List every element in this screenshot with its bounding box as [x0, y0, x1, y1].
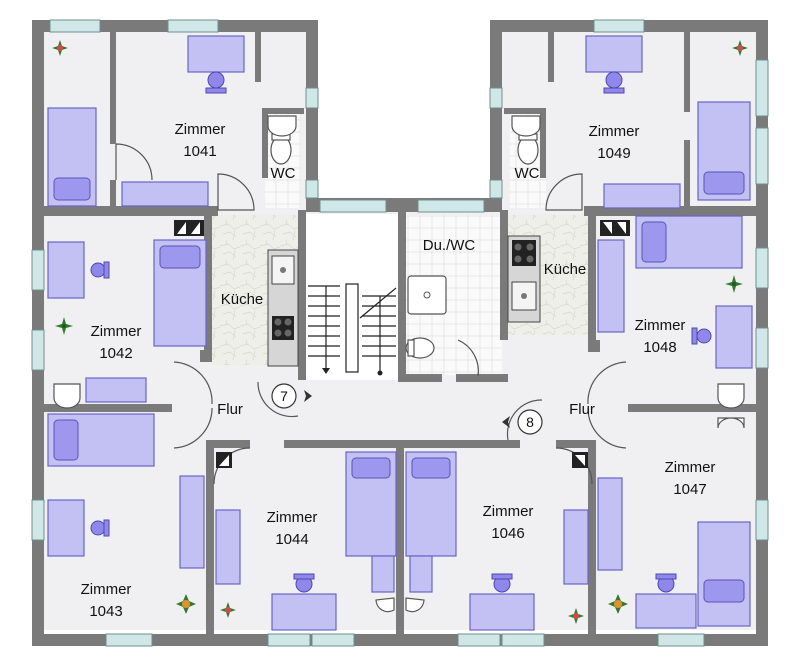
wc-left-label: WC	[271, 165, 296, 182]
room-1041-name: Zimmer	[175, 121, 226, 138]
walls	[32, 20, 768, 646]
hall-right-label: Flur	[569, 401, 595, 418]
room-1048-number: 1048	[643, 339, 676, 356]
stair-marker-7: 7	[271, 383, 312, 409]
bath-fixtures	[53, 115, 745, 613]
kitchen-right-label: Küche	[544, 261, 587, 278]
beds	[47, 101, 751, 627]
room-1049-number: 1049	[597, 145, 630, 162]
room-1047-name: Zimmer	[665, 459, 716, 476]
kitchen-left-label: Küche	[221, 291, 264, 308]
service-labels: WC WC Küche Küche Du./WC Flur Flur	[217, 165, 595, 418]
room-labels: Zimmer 1041 Zimmer 1042 Zimmer 1043 Zimm…	[81, 121, 716, 620]
chairs	[90, 71, 712, 593]
doors	[115, 143, 627, 485]
room-1048-name: Zimmer	[635, 317, 686, 334]
plants	[52, 40, 748, 624]
wc-right-label: WC	[515, 165, 540, 182]
shaft-symbols	[174, 220, 630, 468]
desks	[47, 35, 753, 631]
hall-left-label: Flur	[217, 401, 243, 418]
marker-7-label: 7	[280, 388, 288, 404]
room-1044-name: Zimmer	[267, 509, 318, 526]
room-1043-name: Zimmer	[81, 581, 132, 598]
room-1043-number: 1043	[89, 603, 122, 620]
staircase	[306, 214, 398, 380]
room-1049-name: Zimmer	[589, 123, 640, 140]
room-1046-number: 1046	[491, 525, 524, 542]
room-1044-number: 1044	[275, 531, 308, 548]
bath-label: Du./WC	[423, 237, 476, 254]
room-1046-name: Zimmer	[483, 503, 534, 520]
kitchens	[267, 235, 541, 367]
room-1042-name: Zimmer	[91, 323, 142, 340]
marker-8-label: 8	[526, 414, 534, 430]
room-1047-number: 1047	[673, 481, 706, 498]
room-1041-number: 1041	[183, 143, 216, 160]
windows	[31, 19, 769, 647]
stair-marker-8: 8	[502, 409, 543, 435]
room-1042-number: 1042	[99, 345, 132, 362]
